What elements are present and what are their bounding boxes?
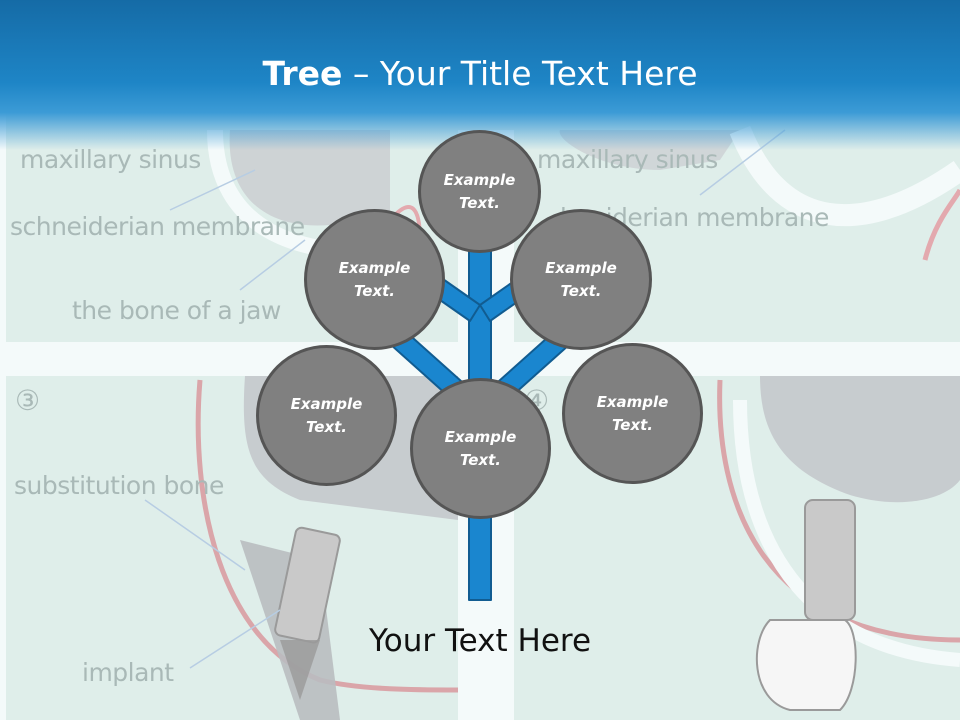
tree-node-center: Example Text. — [410, 378, 551, 519]
tree-node-top-label: Example Text. — [443, 170, 516, 212]
tree-node-upper-left: Example Text. — [304, 209, 445, 350]
tree-node-top: Example Text. — [418, 130, 541, 253]
tree-node-lower-right-label: Example Text. — [596, 392, 669, 434]
title-separator: – — [342, 54, 380, 93]
title-bold: Tree — [262, 54, 343, 93]
page-title: Tree – Your Title Text Here — [0, 54, 960, 93]
tree-node-upper-right-label: Example Text. — [545, 258, 617, 300]
caption-text: Your Text Here — [368, 623, 592, 659]
bg-label-implant: implant — [82, 658, 174, 687]
bg-label-bone-of-jaw: the bone of a jaw — [72, 296, 281, 325]
tree-node-center-label: Example Text. — [444, 427, 517, 469]
bg-label-schneiderian-membrane-left: schneiderian membrane — [10, 212, 305, 241]
tree-node-upper-left-label: Example Text. — [338, 258, 411, 300]
tree-node-lower-left-label: Example Text. — [290, 394, 363, 436]
bg-label-substitution-bone: substitution bone — [14, 471, 224, 500]
bg-label-step-3: ③ — [15, 384, 40, 417]
tree-node-lower-left: Example Text. — [256, 345, 397, 486]
header-banner — [0, 0, 960, 150]
tree-node-upper-right: Example Text. — [510, 209, 652, 350]
title-rest: Your Title Text Here — [379, 54, 698, 93]
tree-node-lower-right: Example Text. — [562, 343, 703, 484]
